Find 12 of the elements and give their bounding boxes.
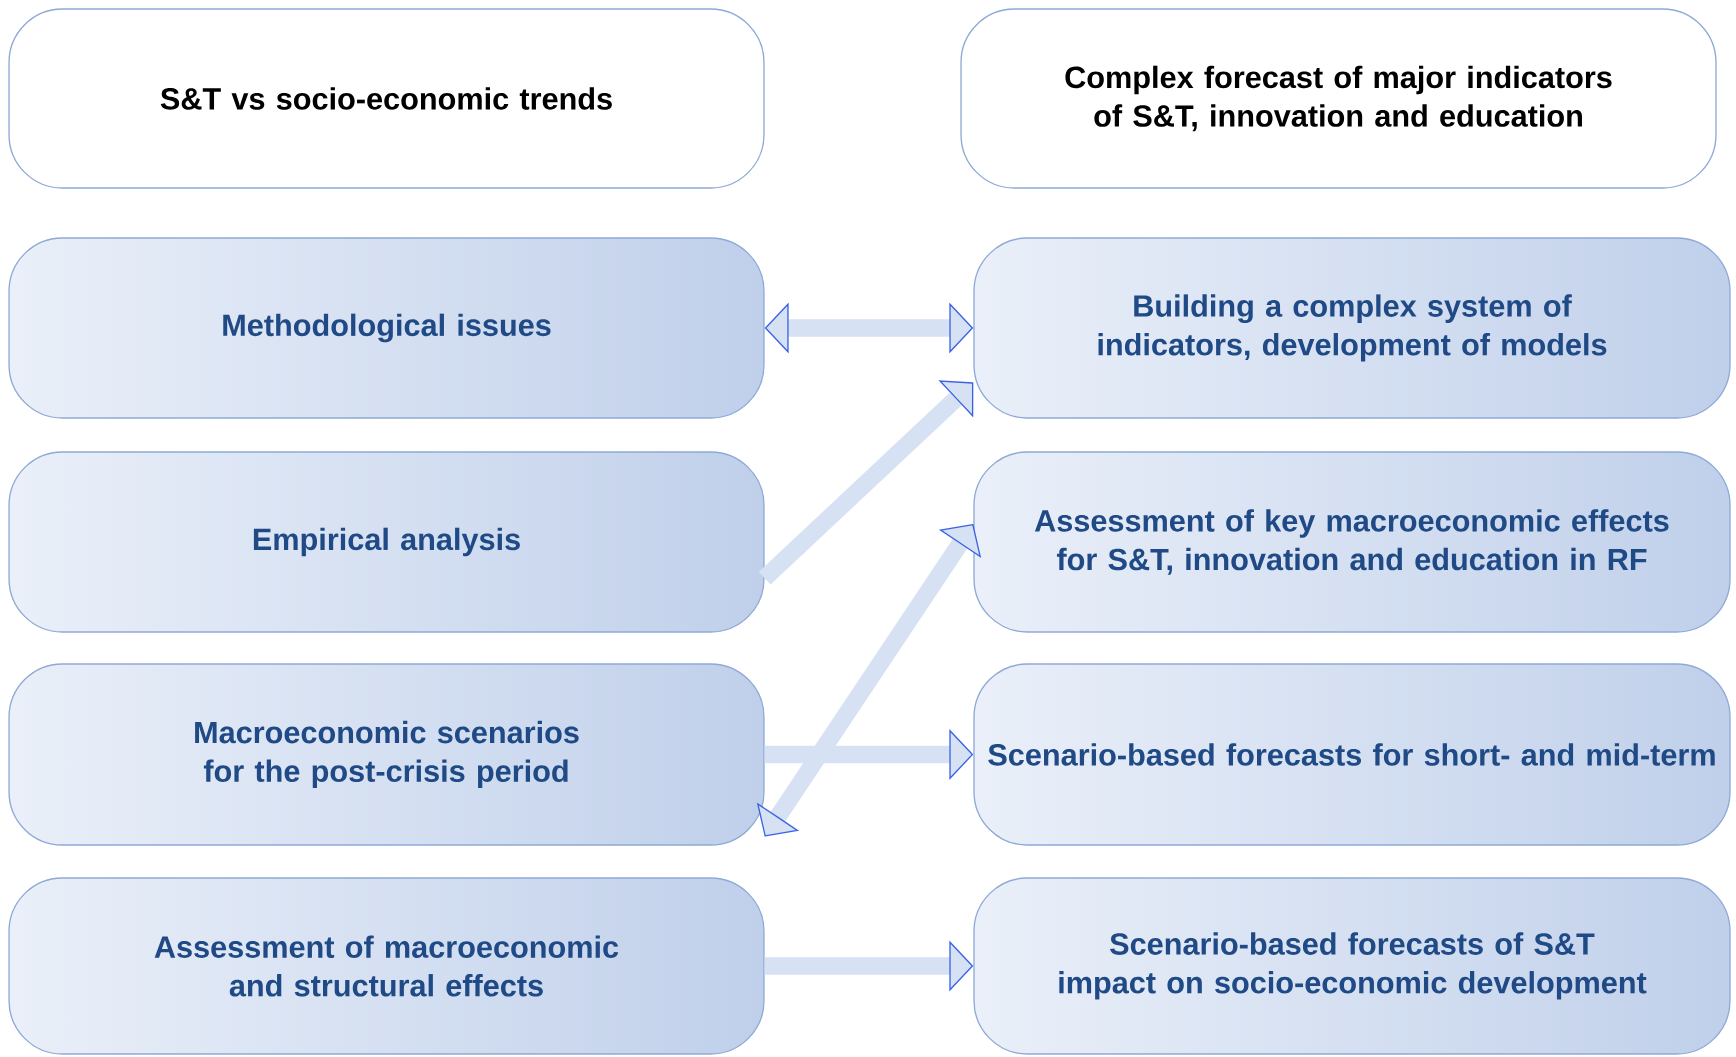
block-arrow (764, 302, 974, 354)
process-box: Assessment of macroeconomic and structural effects (8, 877, 765, 1055)
process-box: Methodological issues (8, 237, 765, 419)
process-box: Scenario-based forecasts for short- and mid-term (973, 663, 1731, 846)
block-arrow (758, 380, 974, 585)
process-box: Assessment of key macroeconomic effects for S&T, innovation and education in RF (973, 451, 1731, 633)
process-box: Empirical analysis (8, 451, 765, 633)
process-box: Building a complex system of indicators, development of models (973, 237, 1731, 419)
process-box: Macroeconomic scenarios for the post-crisis period (8, 663, 765, 846)
heading-box: Complex forecast of major indicators of S&T, innovation and education (960, 8, 1717, 189)
process-box: Scenario-based forecasts of S&T impact on socio-economic development (973, 877, 1731, 1055)
heading-box: S&T vs socio-economic trends (8, 8, 765, 189)
